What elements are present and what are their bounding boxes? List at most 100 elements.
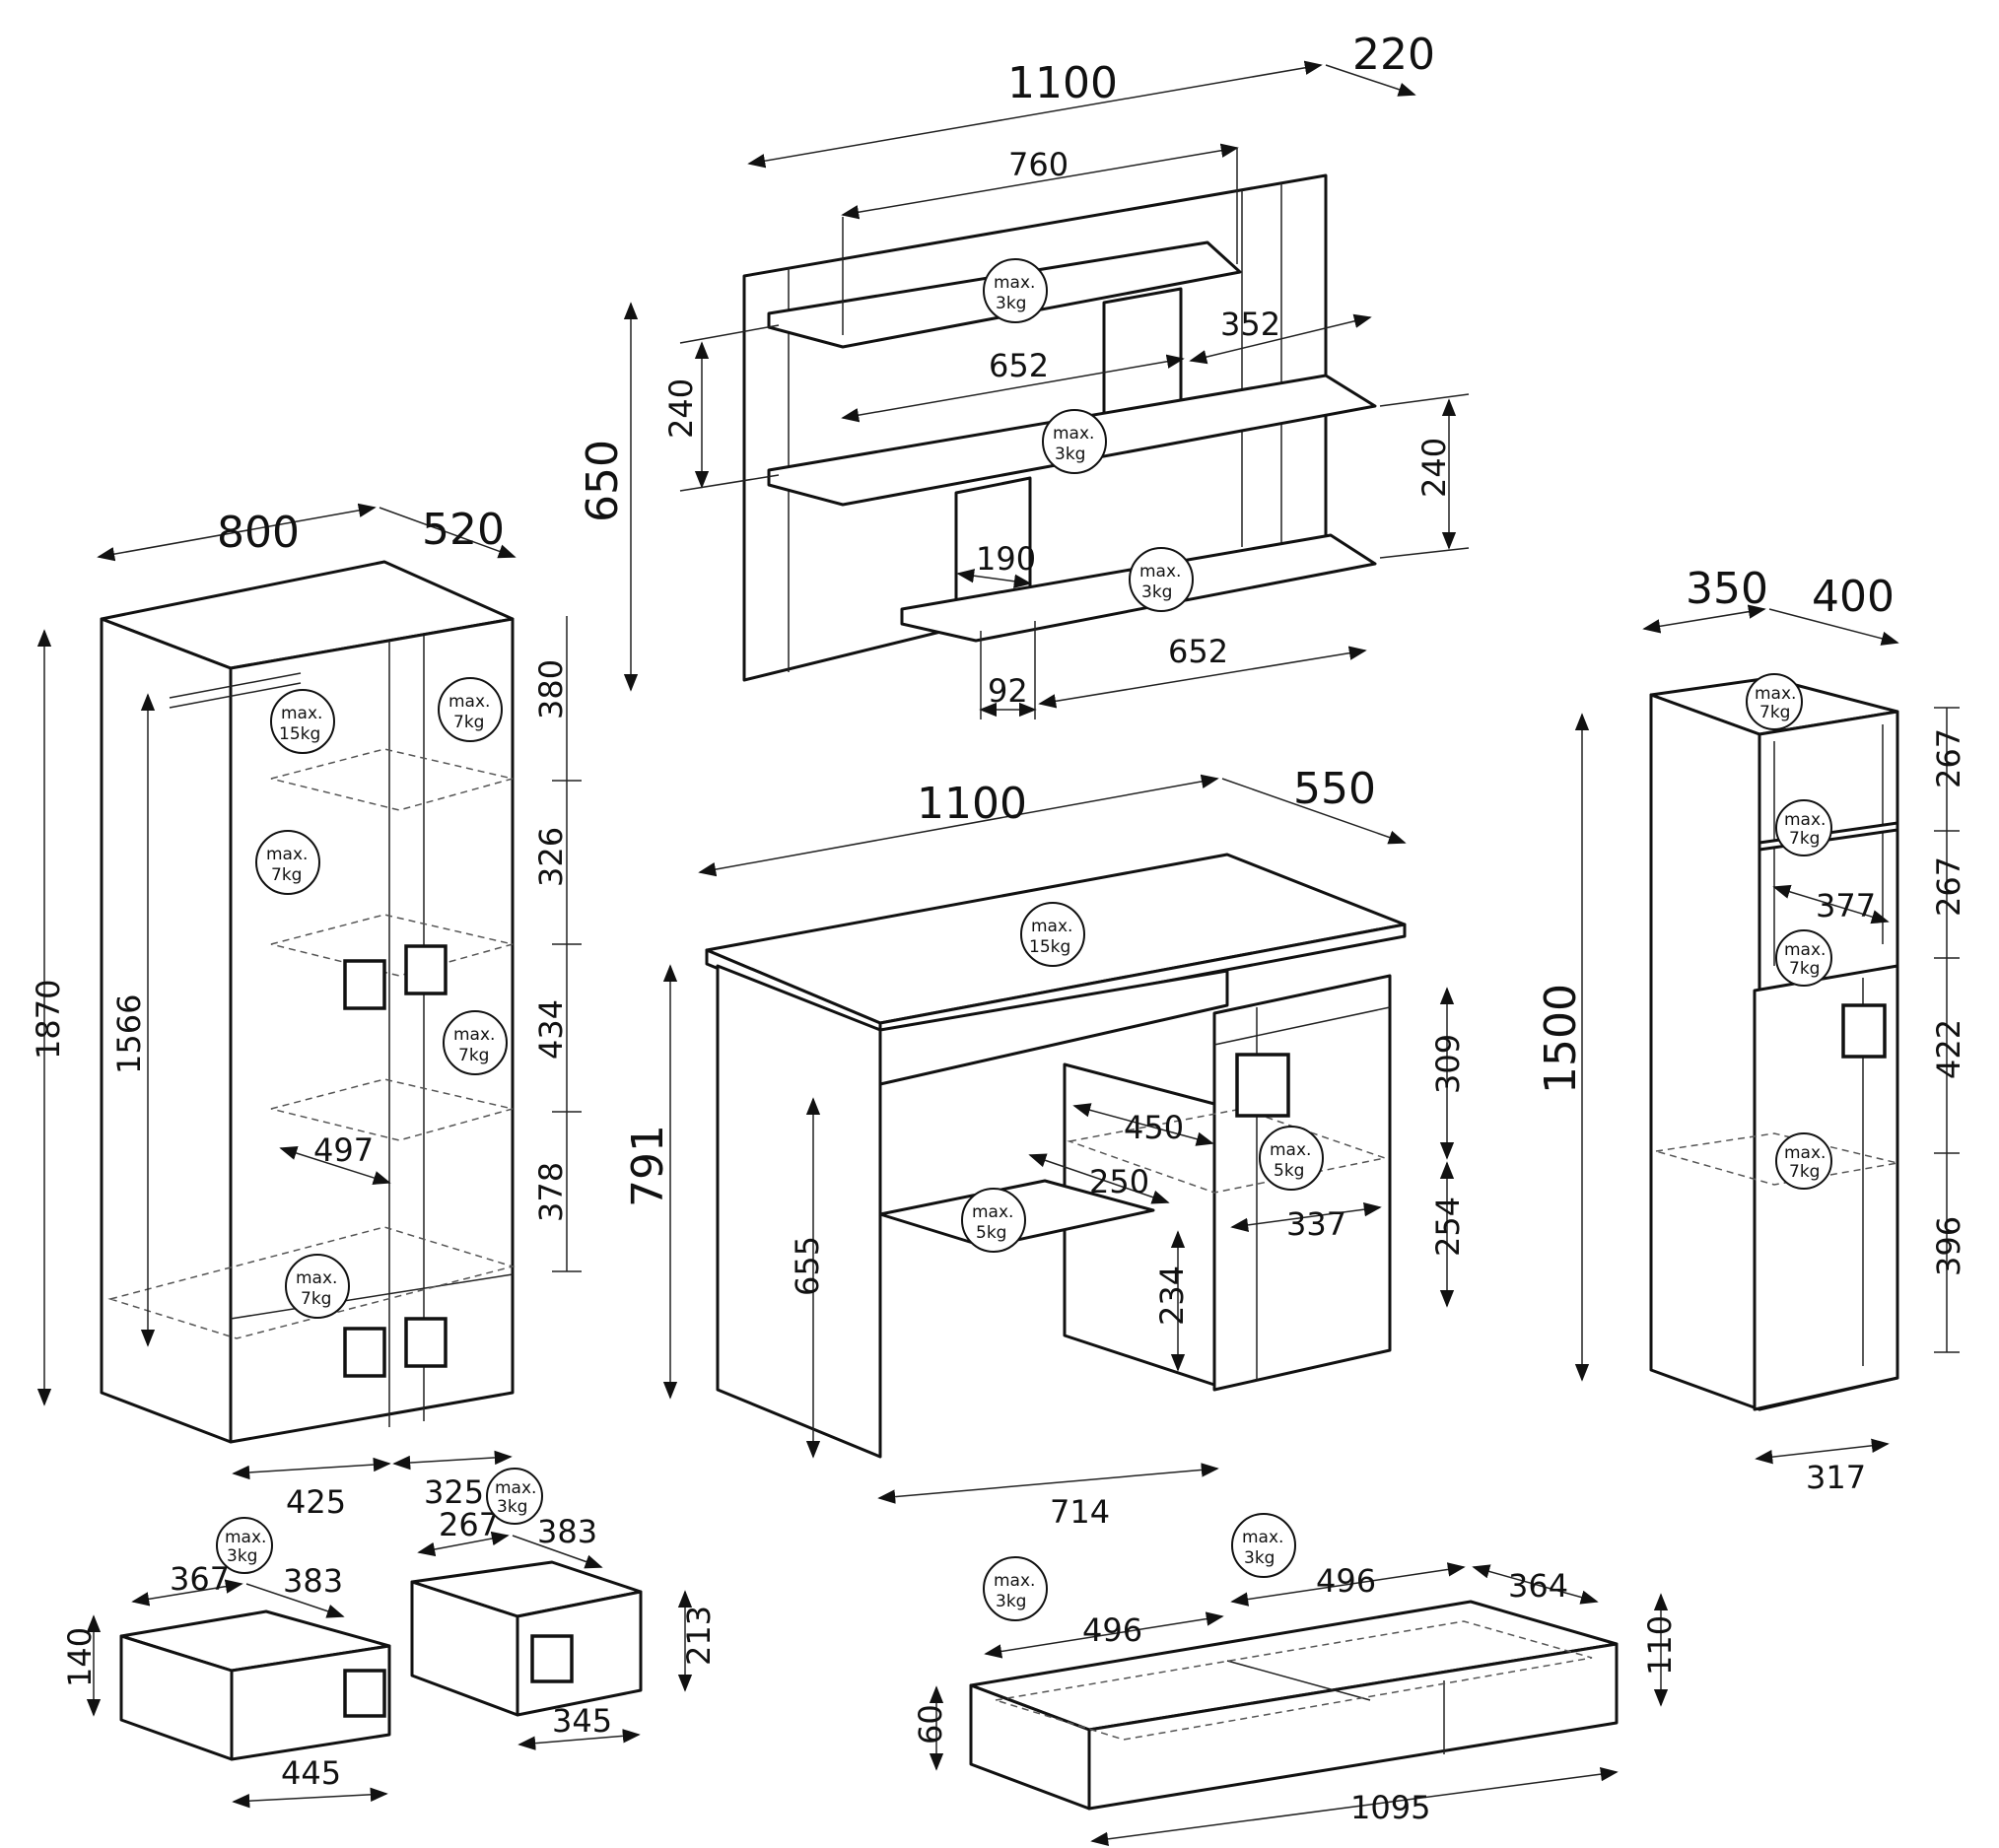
svg-text:max.: max. [994, 273, 1035, 293]
bed-drawer-height-outer-label: 110 [1641, 1615, 1679, 1676]
tall-cabinet-load: 7kg [1759, 703, 1790, 722]
drawer-b: 267 383 213 345 max. 3kg [410, 1468, 718, 1750]
shelf-right-span-label: 352 [1220, 306, 1280, 343]
bed-drawer-left-label: 496 [1082, 1611, 1142, 1649]
drawer-b-load: 3kg [497, 1497, 527, 1517]
tall-cabinet-section-label: 267 [1930, 856, 1967, 917]
drawer-a-height-label: 140 [61, 1627, 99, 1687]
desk-depth-label: 550 [1293, 764, 1376, 814]
bed-drawer-right-label: 496 [1316, 1562, 1376, 1600]
desk-cabinet-lower-label: 234 [1153, 1266, 1191, 1326]
shelf-load-bottom: 3kg [1141, 582, 1172, 602]
svg-text:max.: max. [994, 1571, 1035, 1591]
tall-cabinet-section-label: 396 [1930, 1216, 1967, 1276]
tall-cabinet-load: 7kg [1789, 829, 1820, 849]
bed-drawer-length-label: 1095 [1350, 1789, 1430, 1826]
desk-left-side [716, 964, 882, 1459]
desk-height-label: 791 [623, 1125, 673, 1207]
tall-cabinet-section-label: 267 [1930, 728, 1967, 788]
load-badge: max. 3kg [216, 1517, 273, 1574]
tall-cabinet-handle[interactable] [1841, 1003, 1887, 1059]
svg-text:max.: max. [266, 845, 308, 864]
load-badge: max. 5kg [961, 1188, 1026, 1253]
shelf-gap-right-label: 240 [1415, 438, 1453, 498]
door-handle[interactable] [343, 959, 386, 1010]
load-badge: max. 3kg [1129, 547, 1194, 612]
desk-cabinet-width-label: 337 [1286, 1205, 1346, 1243]
wardrobe-load-rail: 15kg [279, 724, 320, 744]
wardrobe-compartment-label: 380 [532, 659, 570, 719]
bed-drawer: 496 496 364 110 60 1095 max. 3kg max. 3k… [912, 1513, 1679, 1847]
drawer-a-handle[interactable] [343, 1669, 386, 1718]
load-badge: max. 7kg [255, 830, 320, 895]
desk-width-label: 1100 [917, 779, 1027, 829]
drawer-a-width-label: 445 [281, 1754, 341, 1792]
desk-cabinet-handle[interactable] [1235, 1053, 1290, 1118]
bed-drawer-load: 3kg [1244, 1548, 1275, 1568]
svg-text:max.: max. [1784, 810, 1826, 830]
drawer-handle[interactable] [404, 1317, 448, 1368]
tall-cabinet-section-label: 422 [1930, 1019, 1967, 1079]
load-badge: max. 7kg [1775, 799, 1832, 856]
tall-cabinet-base-label: 317 [1806, 1459, 1866, 1496]
svg-text:max.: max. [448, 692, 490, 712]
svg-text:max.: max. [296, 1268, 337, 1288]
desk-load-pullout: 5kg [976, 1223, 1006, 1243]
wall-shelf: 1100 220 760 652 352 652 92 190 240 240 … [578, 30, 1470, 719]
load-badge: max. 3kg [983, 1556, 1048, 1621]
wardrobe-load-shelf: 7kg [458, 1046, 489, 1065]
shelf-top-span-label: 760 [1008, 146, 1068, 183]
bed-drawer-depth-label: 364 [1508, 1567, 1568, 1605]
svg-text:max.: max. [1784, 1143, 1826, 1163]
door-handle[interactable] [404, 944, 448, 995]
wardrobe-hanging-label: 1566 [110, 994, 148, 1074]
load-badge: max. 7kg [285, 1254, 350, 1319]
load-badge: max. 3kg [1231, 1513, 1296, 1578]
svg-text:max.: max. [1031, 917, 1072, 936]
svg-text:max.: max. [1053, 424, 1094, 444]
drawer-a-front-label: 367 [170, 1560, 230, 1598]
shelf-load-top: 3kg [996, 294, 1026, 313]
drawer-handle[interactable] [343, 1327, 386, 1378]
shelf-width-label: 1100 [1007, 58, 1118, 108]
tall-cabinet-width-label: 350 [1686, 564, 1768, 614]
wardrobe-door-left-label: 425 [286, 1483, 346, 1521]
tall-cabinet-height-label: 1500 [1536, 984, 1586, 1094]
wardrobe-width-label: 800 [217, 508, 300, 558]
svg-text:max.: max. [1270, 1140, 1311, 1160]
wardrobe-door-right-label: 325 [424, 1473, 484, 1511]
tall-cabinet-door [1753, 964, 1899, 1411]
desk: 1100 550 791 655 714 450 250 337 309 254… [623, 764, 1467, 1531]
desk-drawer-height-label: 309 [1429, 1034, 1467, 1094]
desk-inner-width-label: 714 [1050, 1493, 1110, 1531]
load-badge: max. 7kg [1746, 673, 1803, 730]
drawer-a: 367 383 140 445 max. 3kg [61, 1517, 391, 1809]
wardrobe-load-shelf: 7kg [453, 713, 484, 732]
load-badge: max. 7kg [443, 1010, 508, 1075]
desk-knee-height-label: 655 [789, 1236, 826, 1296]
drawer-b-front-label: 267 [439, 1506, 499, 1543]
tall-cabinet-load: 7kg [1789, 959, 1820, 979]
wardrobe-height-label: 1870 [30, 980, 67, 1060]
drawer-b-width-label: 345 [552, 1702, 612, 1740]
svg-text:max.: max. [225, 1528, 266, 1547]
desk-drawer-front [878, 969, 1229, 1086]
tall-cabinet-depth-label: 400 [1812, 572, 1895, 622]
load-badge: max. 3kg [983, 258, 1048, 323]
load-badge: max. 7kg [438, 677, 503, 742]
svg-text:max.: max. [1242, 1528, 1283, 1547]
drawer-a-depth-label: 383 [283, 1562, 343, 1600]
drawer-b-front [516, 1590, 643, 1717]
drawer-b-handle[interactable] [530, 1634, 574, 1683]
load-badge: max. 5kg [1259, 1126, 1324, 1191]
desk-load-top: 15kg [1029, 937, 1070, 957]
shelf-gap-left-label: 240 [662, 378, 700, 439]
wardrobe-load-shelf: 7kg [271, 865, 302, 885]
tall-cabinet-inner-width-label: 377 [1816, 887, 1876, 924]
load-badge: max. 15kg [270, 689, 335, 754]
shelf-niche-offset-label: 92 [988, 672, 1028, 710]
drawer-b-height-label: 213 [680, 1606, 718, 1666]
drawer-b-depth-label: 383 [537, 1513, 597, 1550]
desk-cabinet-upper-label: 254 [1429, 1197, 1467, 1257]
